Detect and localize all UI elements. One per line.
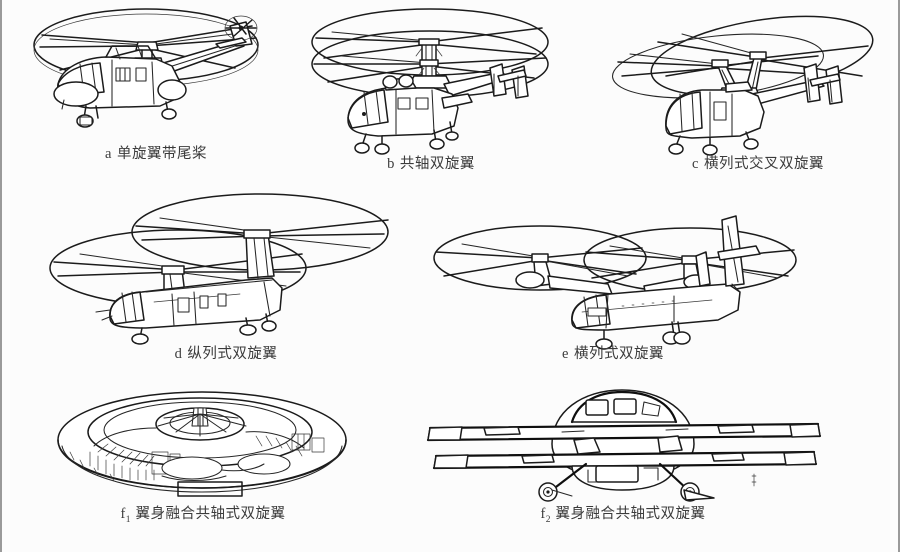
illustration-intermeshing-rotor — [612, 4, 894, 156]
caption-text-f1: 翼身融合共轴式双旋翼 — [135, 506, 286, 522]
illustration-single-main-rotor — [20, 2, 292, 142]
caption-panel-f1: f1 翼身融合共轴式双旋翼 — [50, 502, 356, 525]
caption-text-f2: 翼身融合共轴式双旋翼 — [555, 506, 706, 522]
caption-text-b: 共轴双旋翼 — [399, 156, 475, 172]
caption-text-c: 横列式交叉双旋翼 — [703, 156, 824, 172]
caption-letter-b: b — [387, 156, 395, 172]
caption-panel-f2: f2 翼身融合共轴式双旋翼 — [422, 502, 824, 525]
caption-text-d: 纵列式双旋翼 — [187, 346, 278, 362]
illustration-coaxial-rotor — [302, 2, 560, 155]
caption-letter-a: a — [105, 146, 112, 162]
caption-letter-f1: f — [120, 506, 126, 522]
illustration-tandem-rotor — [49, 192, 402, 345]
caption-letter-e: e — [562, 346, 569, 362]
caption-letter-d: d — [174, 346, 183, 362]
caption-subscript-f1: 1 — [125, 514, 131, 525]
caption-text-e: 横列式双旋翼 — [573, 346, 664, 362]
illustration-blended-wing-cutaway — [50, 382, 356, 502]
caption-letter-f2: f — [540, 506, 546, 522]
illustration-side-by-side-rotor — [422, 200, 804, 350]
illustration-blended-wing-front — [422, 378, 824, 503]
caption-letter-c: c — [692, 156, 699, 172]
caption-subscript-f2: 2 — [545, 514, 551, 525]
caption-text-a: 单旋翼带尾桨 — [116, 146, 207, 162]
